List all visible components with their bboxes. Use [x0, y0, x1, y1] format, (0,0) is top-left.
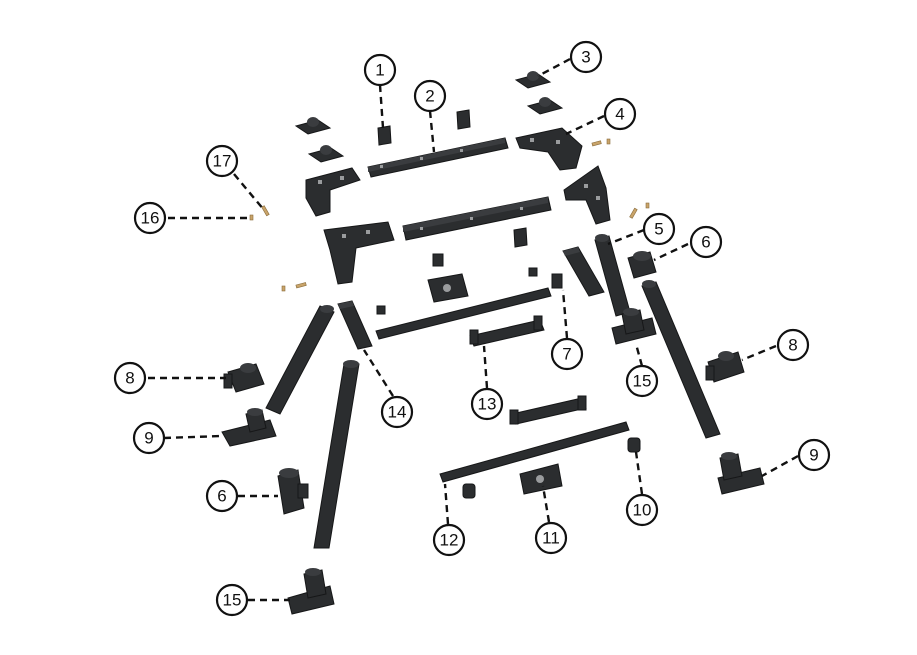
- corner-bracket-front-right: [563, 165, 611, 225]
- tee-connector-left: [223, 363, 265, 393]
- cross-bracket-lower: [509, 395, 587, 425]
- short-square-tube-left: [337, 300, 373, 350]
- callout-2: 2: [413, 79, 447, 113]
- callout-label: 9: [809, 446, 818, 465]
- leader-lines: [148, 57, 799, 602]
- small-clip-c: [528, 267, 538, 277]
- small-clip-b: [376, 305, 386, 315]
- callout-10: 10: [625, 493, 659, 527]
- foot-left-upper: [221, 408, 277, 447]
- callout-15-right: 15: [625, 364, 659, 398]
- callout-8-right: 8: [776, 328, 810, 362]
- callout-label: 6: [217, 487, 226, 506]
- callout-label: 15: [633, 372, 652, 391]
- callout-1: 1: [363, 53, 397, 87]
- foot-right-middle: [611, 308, 657, 345]
- callout-6-left: 6: [205, 479, 239, 513]
- callout-15-left: 15: [215, 583, 249, 617]
- tube-clip-front-mid: [513, 227, 528, 248]
- small-clip-a: [432, 253, 444, 267]
- rear-top-tube: [367, 137, 509, 178]
- mounting-plate-upper: [427, 273, 469, 303]
- end-cap-right: [627, 437, 641, 453]
- callout-label: 9: [144, 429, 153, 448]
- foot-left-lower: [287, 568, 335, 615]
- callout-label: 12: [440, 531, 459, 550]
- callout-9-left: 9: [132, 421, 166, 455]
- callout-17: 17: [205, 144, 239, 178]
- foot-right-lower: [717, 452, 765, 495]
- mounting-plate-lower: [519, 463, 563, 495]
- foot-pad-top-right-1: [514, 71, 552, 89]
- callout-3: 3: [569, 40, 603, 74]
- callout-label: 7: [562, 345, 571, 364]
- callout-16: 16: [133, 201, 167, 235]
- leg-tube-right-short: [594, 234, 631, 317]
- callout-label: 3: [581, 48, 590, 67]
- corner-bracket-front-left: [323, 221, 395, 285]
- callout-9-right: 9: [797, 438, 831, 472]
- callout-label: 1: [375, 61, 384, 80]
- leg-tube-left-front: [313, 360, 360, 549]
- brass-pins: [249, 138, 650, 292]
- callout-label: 16: [141, 209, 160, 228]
- leg-tube-right-long: [641, 280, 721, 439]
- callout-label: 17: [213, 152, 232, 171]
- callout-label: 6: [701, 233, 710, 252]
- lower-round-tube: [439, 421, 630, 483]
- callout-8-left: 8: [113, 361, 147, 395]
- leg-tube-left-back: [265, 305, 335, 415]
- corner-bracket-rear-right: [515, 127, 583, 171]
- sleeve-connector-right: [627, 251, 657, 279]
- callout-14: 14: [380, 395, 414, 429]
- callout-5: 5: [642, 212, 676, 246]
- callout-label: 2: [425, 87, 434, 106]
- short-square-tube-right: [562, 246, 605, 297]
- callout-label: 4: [615, 105, 624, 124]
- tube-clip-rear-left: [377, 125, 392, 146]
- tube-clip-rear-right: [456, 109, 471, 130]
- callout-6-right: 6: [689, 225, 723, 259]
- middle-round-tube: [375, 287, 552, 340]
- callout-label: 5: [654, 220, 663, 239]
- cross-bracket-upper: [469, 315, 545, 347]
- end-cap-left: [462, 483, 476, 499]
- front-top-tube: [402, 196, 552, 241]
- foot-pad-top-left-2: [307, 145, 345, 163]
- callout-7: 7: [550, 337, 584, 371]
- callout-label: 13: [478, 395, 497, 414]
- callout-label: 11: [542, 529, 560, 548]
- foot-pad-top-left-1: [294, 117, 332, 135]
- callout-label: 10: [633, 501, 652, 520]
- tee-connector-right: [705, 351, 745, 383]
- callout-12: 12: [432, 523, 466, 557]
- corner-bracket-rear-left: [305, 167, 361, 217]
- foot-pad-top-right-2: [526, 97, 564, 115]
- callout-13: 13: [470, 387, 504, 421]
- small-clip-d: [551, 273, 563, 289]
- callout-label: 15: [223, 591, 242, 610]
- callout-label: 14: [388, 403, 407, 422]
- callout-4: 4: [603, 97, 637, 131]
- callout-label: 8: [788, 336, 797, 355]
- callout-11: 11: [534, 521, 568, 555]
- sleeve-connector-left: [277, 468, 309, 515]
- callout-label: 8: [125, 369, 134, 388]
